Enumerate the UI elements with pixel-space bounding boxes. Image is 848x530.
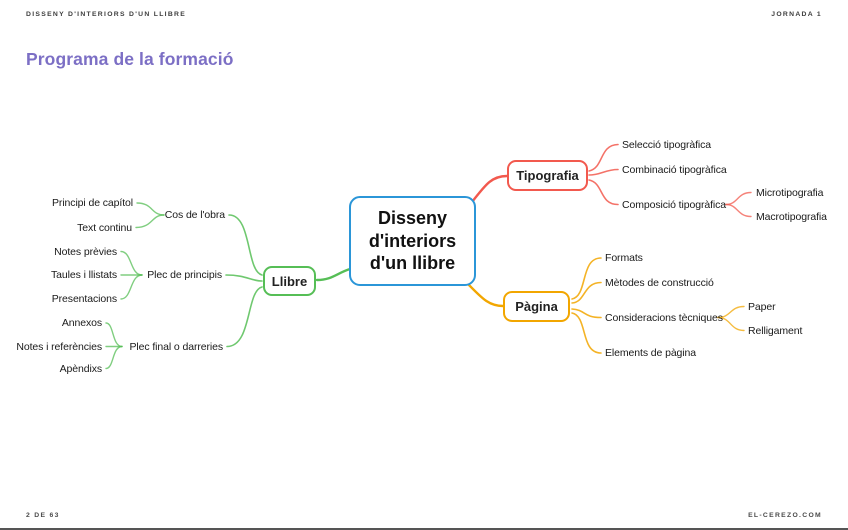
connector-root-llibre	[315, 267, 352, 282]
connector-principis-notes	[120, 250, 143, 276]
connector-tipografia-combinacio	[588, 168, 619, 176]
connector-root-tipografia	[470, 174, 509, 204]
mindmap-node-pagina: Pàgina	[503, 291, 570, 322]
connector-tipografia-composicio	[588, 179, 619, 206]
bottom-bar	[0, 528, 848, 530]
leaf-consideracions-tecniques: Consideracions tècniques	[605, 311, 723, 324]
leaf-plec-de-principis: Plec de principis	[147, 269, 222, 281]
leaf-combinacio-tipografica: Combinació tipogràfica	[622, 163, 727, 176]
connector-root-pagina	[465, 281, 505, 308]
leaf-microtipografia: Microtipografia	[756, 186, 824, 199]
connector-pagina-consideracions	[571, 308, 602, 319]
leaf-elements-pagina: Elements de pàgina	[605, 347, 697, 359]
header: DISSENY D'INTERIORS D'UN LLIBRE JORNADA …	[26, 11, 822, 18]
connector-composicio-micro	[725, 191, 752, 206]
connector-final-apendixs	[105, 345, 123, 370]
connector-pagina-metodes	[571, 281, 602, 304]
mindmap-node-tipografia: Tipografia	[507, 160, 588, 191]
leaf-principi-de-capitol: Principi de capítol	[52, 197, 133, 209]
mindmap-node-llibre: Llibre	[263, 266, 316, 296]
leaf-paper: Paper	[748, 300, 776, 313]
connector-llibre-plec-principis	[225, 274, 263, 282]
connector-llibre-plec-final	[226, 286, 263, 348]
leaf-cos-de-lobra: Cos de l'obra	[164, 209, 225, 221]
connector-principis-presentacions	[120, 274, 143, 300]
connector-cos-principi	[136, 202, 165, 216]
connector-composicio-macro	[725, 203, 752, 218]
footer-website: EL-CEREZO.COM	[748, 512, 822, 519]
page-title: Programa de la formació	[26, 49, 234, 69]
header-session-label: JORNADA 1	[771, 11, 822, 18]
header-document-title: DISSENY D'INTERIORS D'UN LLIBRE	[26, 11, 187, 18]
leaf-formats: Formats	[605, 252, 643, 264]
connector-pagina-elements	[571, 312, 602, 354]
connector-final-annexos	[105, 322, 123, 348]
leaf-plec-final-o-darreries: Plec final o darreries	[129, 340, 223, 353]
leaf-composicio-tipografica: Composició tipogràfica	[622, 198, 727, 211]
leaf-text-continu: Text continu	[77, 221, 132, 234]
leaf-taules-i-llistats: Taules i llistats	[51, 269, 117, 281]
leaf-apendixs: Apèndixs	[59, 362, 103, 375]
connector-cos-textcontinu	[135, 214, 165, 229]
connector-consideracions-relligament	[717, 316, 745, 332]
leaf-metodes-construccio: Mètodes de construcció	[605, 276, 714, 289]
mindmap-root-node: Disseny d'interiors d'un llibre	[349, 196, 476, 286]
footer-page-number: 2 DE 63	[26, 512, 60, 519]
leaf-seleccio-tipografica: Selecció tipogràfica	[622, 138, 712, 151]
leaf-notes-previes: Notes prèvies	[54, 245, 117, 258]
leaf-macrotipografia: Macrotipografia	[756, 210, 827, 223]
connector-pagina-formats	[571, 257, 602, 300]
leaf-presentacions: Presentacions	[51, 293, 117, 305]
leaf-annexos: Annexos	[61, 317, 102, 329]
footer: 2 DE 63 EL-CEREZO.COM	[26, 512, 822, 519]
connector-tipografia-seleccio	[588, 143, 619, 172]
leaf-notes-i-referencies: Notes i referències	[16, 340, 102, 353]
leaf-relligament: Relligament	[748, 324, 803, 337]
connector-llibre-cos	[228, 214, 263, 276]
